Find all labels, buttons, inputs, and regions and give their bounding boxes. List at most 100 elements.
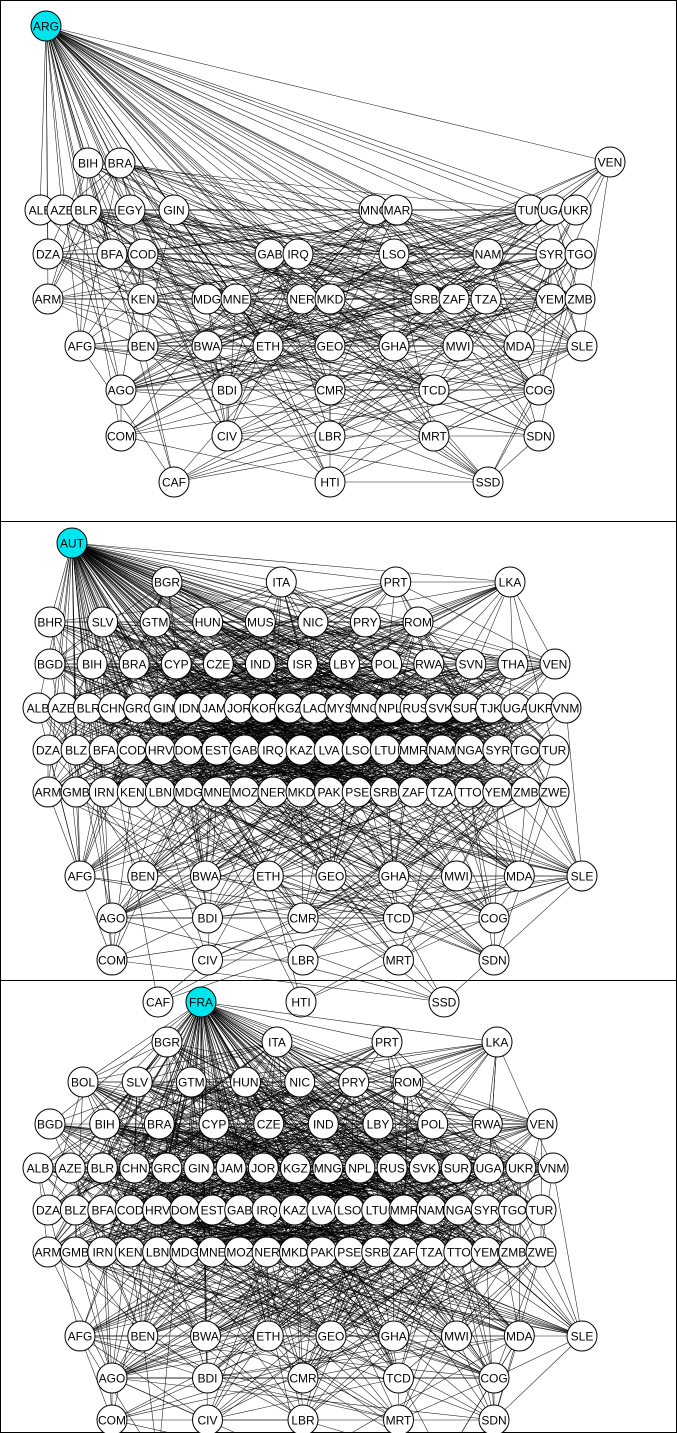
node-label: SLV bbox=[92, 616, 114, 630]
node-hrv: HRV bbox=[142, 1194, 174, 1226]
node-label: BWA bbox=[192, 870, 219, 884]
edge-bra-yem bbox=[119, 162, 552, 300]
edge-arg-syr bbox=[45, 25, 552, 255]
edge-zaf-cog bbox=[403, 1251, 495, 1379]
edge-gin-zmb bbox=[173, 209, 581, 300]
node-civ: CIV bbox=[192, 944, 223, 976]
edge-gin-dza bbox=[47, 209, 175, 255]
edge-tur-gtm bbox=[155, 621, 555, 751]
node-circle bbox=[64, 330, 96, 362]
node-label: JOR bbox=[227, 702, 251, 716]
node-kgz: KGZ bbox=[280, 1152, 311, 1184]
node-circle bbox=[265, 566, 297, 598]
node-label: BGD bbox=[37, 658, 63, 672]
node-label: CAF bbox=[146, 996, 170, 1010]
edge-mwi-tun bbox=[457, 209, 531, 347]
edge-tcd-sle bbox=[433, 345, 583, 391]
edge-arm-geo bbox=[47, 298, 331, 347]
node-ukr: UKR bbox=[505, 1152, 537, 1184]
node-sle: SLE bbox=[566, 1320, 598, 1352]
node-circle bbox=[96, 238, 128, 270]
node-circle bbox=[478, 944, 510, 976]
edge-mar-ner bbox=[301, 209, 398, 300]
node-label: GHA bbox=[381, 1330, 407, 1344]
edge-ven-rom bbox=[417, 621, 556, 665]
node-syr: SYR bbox=[535, 238, 567, 270]
node-label: BLZ bbox=[64, 1204, 86, 1218]
node-label: LSO bbox=[382, 248, 406, 262]
node-lbr: LBR bbox=[314, 420, 346, 452]
node-lso: LSO bbox=[378, 238, 410, 270]
edge-slv-cod bbox=[102, 621, 133, 751]
edge-bdi-ner bbox=[207, 791, 274, 919]
node-label: DOM bbox=[175, 744, 203, 758]
node-mkd: MKD bbox=[285, 776, 317, 808]
edge-fra-ven bbox=[200, 1001, 543, 1125]
node-irq: IRQ bbox=[257, 734, 289, 766]
edge-pak-tha bbox=[328, 663, 514, 793]
node-circle bbox=[30, 10, 62, 42]
node-lka: LKA bbox=[481, 1026, 513, 1058]
edge-gab-bdi bbox=[226, 253, 271, 391]
edge-aut-lka bbox=[71, 542, 511, 583]
node-tgo: TGO bbox=[510, 734, 542, 766]
node-bgr: BGR bbox=[151, 1026, 183, 1058]
edge-irq-mwi bbox=[297, 253, 459, 347]
node-mwi: MWI bbox=[441, 860, 472, 892]
node-kaz: KAZ bbox=[279, 1194, 310, 1226]
edge-irn-bwa bbox=[102, 1251, 206, 1337]
node-lbr: LBR bbox=[287, 944, 319, 976]
node-label: GEO bbox=[318, 1330, 345, 1344]
node-label: PRY bbox=[342, 1076, 366, 1090]
node-label: CIV bbox=[217, 430, 237, 444]
node-ssd: SSD bbox=[472, 466, 504, 498]
node-bdi: BDI bbox=[192, 1362, 223, 1394]
node-label: FRA bbox=[189, 996, 213, 1010]
node-tza: TZA bbox=[470, 283, 502, 315]
edge-ssd-bdi bbox=[207, 917, 445, 1003]
node-label: YEM bbox=[473, 1246, 499, 1260]
node-label: AZE bbox=[59, 1162, 82, 1176]
edge-cod-civ bbox=[142, 253, 228, 437]
node-label: MUS bbox=[247, 616, 274, 630]
edge-lbr-srb bbox=[329, 298, 427, 437]
node-label: BDI bbox=[197, 1372, 217, 1386]
node-circle bbox=[142, 986, 174, 1018]
edge-mda-ukr bbox=[518, 209, 577, 347]
edge-cod-arm bbox=[47, 253, 144, 300]
node-circle bbox=[566, 330, 598, 362]
node-eth: ETH bbox=[252, 330, 284, 362]
edge-civ-mne bbox=[226, 298, 237, 437]
node-label: BLR bbox=[77, 702, 101, 716]
edge-mdg-bdi bbox=[188, 791, 208, 919]
edge-irq-ben bbox=[142, 749, 274, 877]
node-ltu: LTU bbox=[369, 734, 401, 766]
node-label: LBN bbox=[149, 786, 172, 800]
node-tur: TUR bbox=[538, 734, 570, 766]
node-label: NAM bbox=[475, 248, 502, 262]
node-label: GMB bbox=[62, 786, 89, 800]
edge-bfa-nic bbox=[104, 621, 314, 751]
edge-ven-prt bbox=[395, 581, 556, 665]
edge-civ-cog bbox=[226, 389, 540, 437]
node-bhr: BHR bbox=[34, 606, 66, 638]
node-bih: BIH bbox=[72, 147, 104, 179]
node-arg: ARG bbox=[30, 10, 62, 42]
node-label: TGO bbox=[501, 1204, 527, 1218]
node-circle bbox=[566, 860, 598, 892]
edge-eth-nam bbox=[268, 749, 442, 877]
edge-yem-tcd bbox=[398, 791, 499, 919]
edge-bwa-arm bbox=[47, 298, 208, 347]
edge-bdi-ukr bbox=[226, 209, 577, 391]
node-label: HTI bbox=[291, 996, 310, 1010]
edge-arg-tza bbox=[45, 25, 487, 300]
edge-mwi-moz bbox=[244, 791, 457, 877]
node-label: GEO bbox=[318, 870, 345, 884]
node-label: THA bbox=[501, 658, 525, 672]
node-label: MDG bbox=[175, 786, 203, 800]
node-circle bbox=[314, 330, 346, 362]
node-label: RUS bbox=[402, 702, 427, 716]
node-label: VNM bbox=[553, 702, 580, 716]
node-label: LVA bbox=[311, 1204, 332, 1218]
